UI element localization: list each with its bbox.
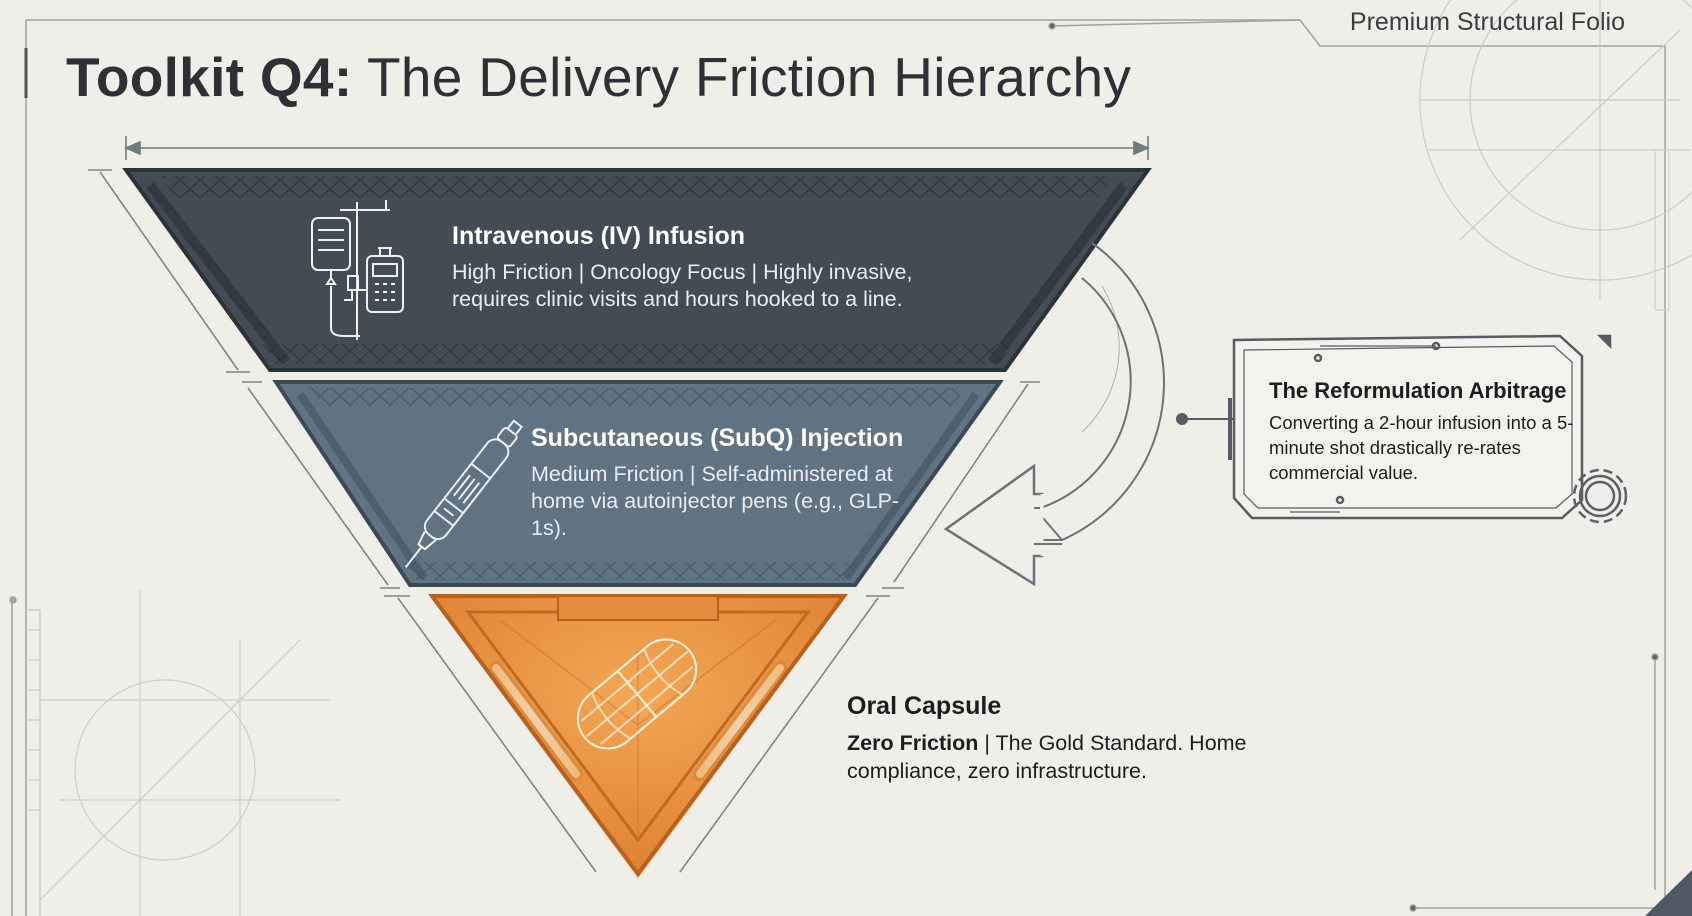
tier-oral-description: Zero Friction | The Gold Standard. Home … <box>847 729 1247 785</box>
corner-accent <box>1645 870 1692 916</box>
tier-iv-text: Intravenous (IV) Infusion High Friction … <box>452 222 972 313</box>
blueprint-background-bottom-left <box>28 590 340 916</box>
width-dimension-line <box>123 136 1151 160</box>
callout-text: The Reformulation Arbitrage Converting a… <box>1269 378 1589 485</box>
reformulation-arrow <box>943 242 1165 587</box>
brand-label: Premium Structural Folio <box>1349 8 1625 36</box>
autoinjector-pen-icon <box>404 419 524 568</box>
tier-oral-capsule <box>428 594 848 880</box>
page-title-bold: Toolkit Q4: <box>66 46 353 108</box>
tier-oral-text: Oral Capsule Zero Friction | The Gold St… <box>847 692 1247 785</box>
page-frame <box>9 19 1666 916</box>
tier-iv-infusion <box>122 168 1152 372</box>
page-title: Toolkit Q4: The Delivery Friction Hierar… <box>66 45 1131 109</box>
blueprint-background-top-right <box>1419 0 1692 311</box>
tier-oral-description-rest: | The Gold Standard. Home compliance, ze… <box>847 731 1247 783</box>
callout-title: The Reformulation Arbitrage <box>1269 378 1567 403</box>
tier-iv-description: High Friction | Oncology Focus | Highly … <box>452 260 913 311</box>
tier-oral-description-bold: Zero Friction <box>847 731 979 755</box>
tier-subq-title: Subcutaneous (SubQ) Injection <box>531 424 904 452</box>
gear-icon <box>1572 468 1628 524</box>
tier-iv-title: Intravenous (IV) Infusion <box>452 222 746 250</box>
tier-oral-title: Oral Capsule <box>847 692 1002 720</box>
callout-box <box>1228 334 1612 520</box>
page-title-rest: The Delivery Friction Hierarchy <box>352 46 1132 108</box>
side-dimension-lines <box>88 169 1040 873</box>
iv-infusion-icon <box>311 200 404 340</box>
capsule-icon <box>576 638 698 750</box>
tier-subq-text: Subcutaneous (SubQ) Injection Medium Fri… <box>531 424 904 542</box>
tier-subq-description: Medium Friction | Self-administered at h… <box>531 462 900 540</box>
callout-description: Converting a 2-hour infusion into a 5-mi… <box>1269 412 1574 483</box>
tier-subq-injection <box>272 380 1004 587</box>
